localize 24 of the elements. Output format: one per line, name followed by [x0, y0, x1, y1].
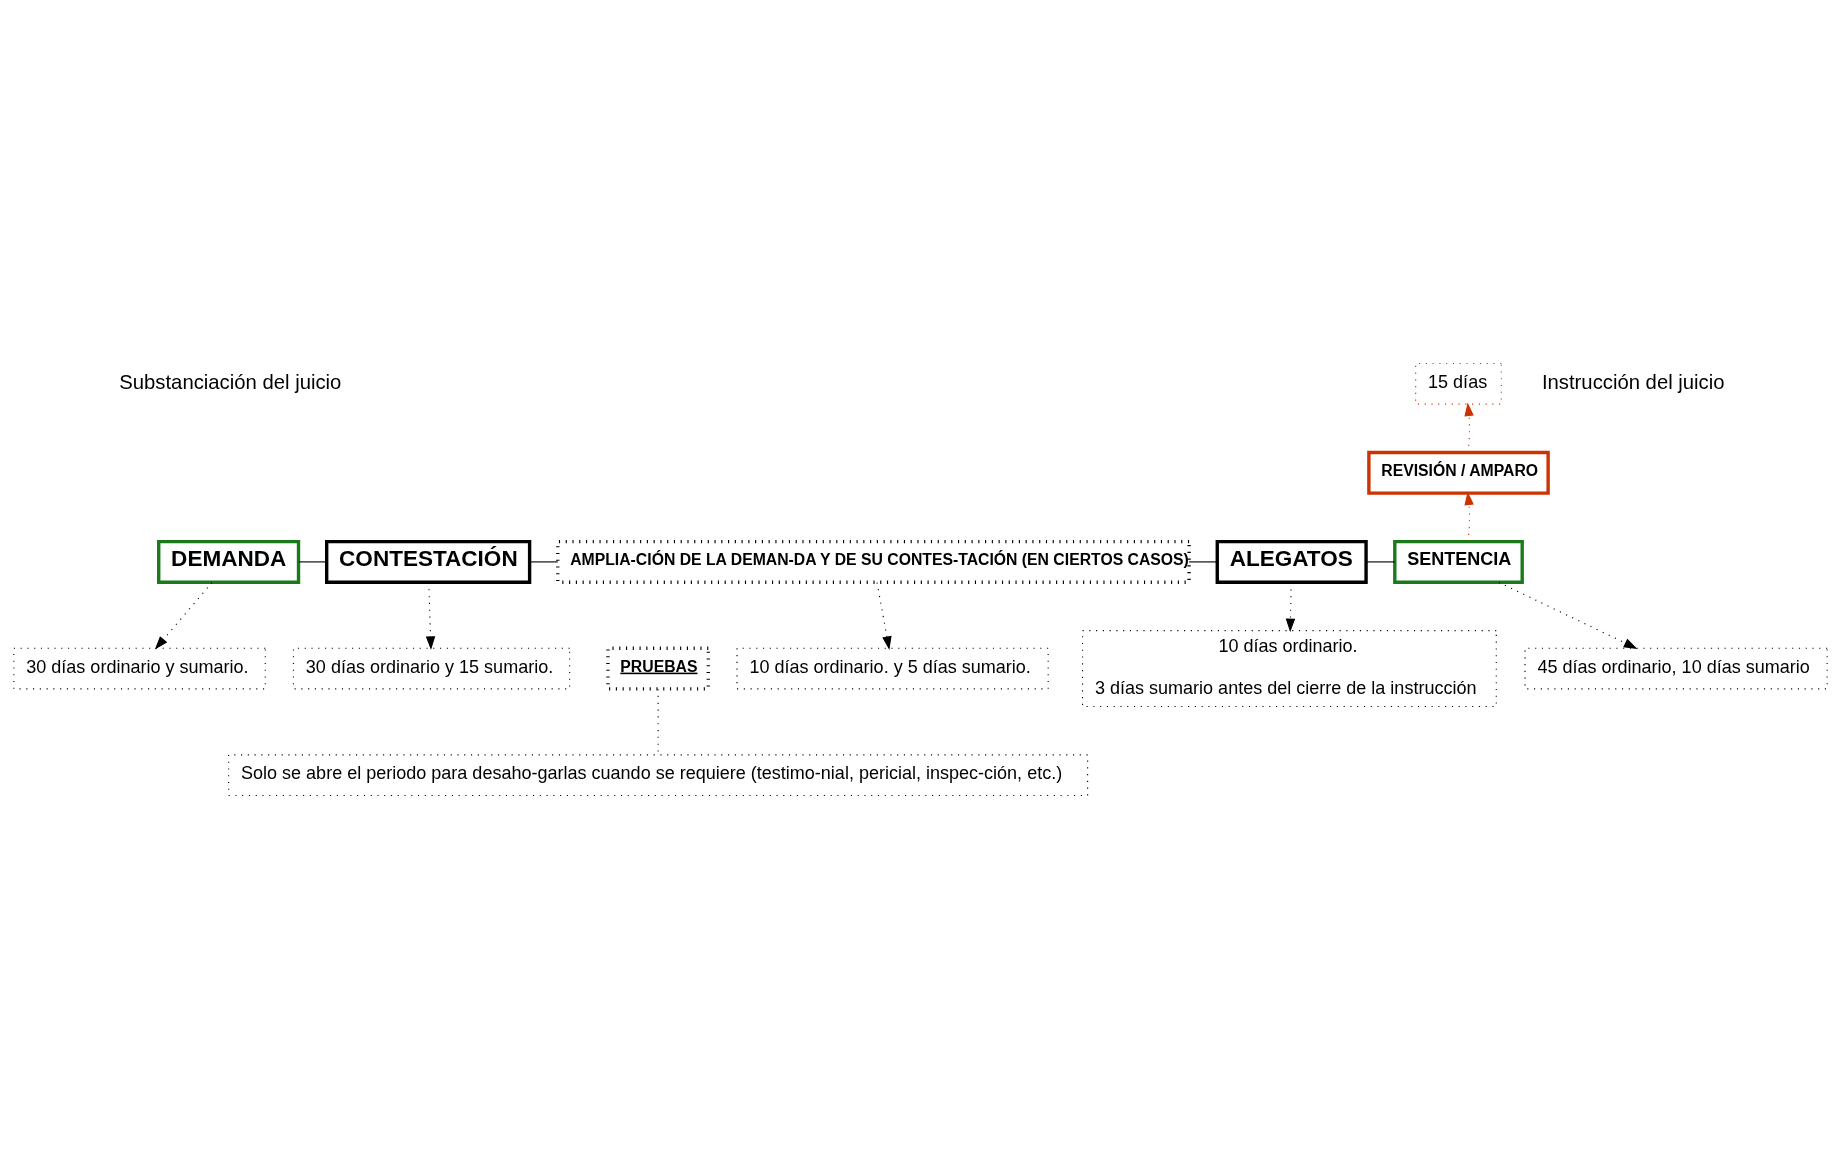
arrow: [1464, 491, 1474, 542]
node-box: PRUEBAS: [606, 646, 710, 691]
connector: [1188, 560, 1218, 562]
node-box: 15 días: [1415, 362, 1502, 405]
label: Substanciación del juicio: [119, 370, 342, 393]
node-box: DEMANDA: [157, 539, 301, 584]
arrow: [876, 581, 892, 650]
connector: [1365, 560, 1396, 562]
connector: [298, 560, 328, 562]
arrow: [154, 581, 213, 650]
node-box: Solo se abre el periodo para desaho-garlas cuando se requiere (testimo-nial, pericial, inspec-ción, etc.): [228, 753, 1089, 796]
connector: [529, 560, 559, 562]
node-box: REVISIÓN / AMPARO: [1367, 450, 1550, 495]
node-box: 10 días ordinario. 3 días sumario antes del cierre de la instrucción: [1082, 629, 1497, 707]
node-box: ALEGATOS: [1215, 539, 1368, 584]
label: Instrucción del juicio: [1541, 370, 1725, 393]
node-box: CONTESTACIÓN: [325, 539, 532, 584]
node-box: SENTENCIA: [1393, 539, 1524, 584]
node-box: 10 días ordinario. y 5 días sumario.: [736, 647, 1049, 689]
node-box: 30 días ordinario y 15 sumario.: [292, 647, 571, 689]
node-box: AMPLIA-CIÓN DE LA DEMAN-DA Y DE SU CONTES-TACIÓN (EN CIERTOS CASOS): [556, 539, 1191, 584]
node-box: 45 días ordinario, 10 días sumario: [1524, 647, 1828, 689]
arrow: [1498, 581, 1638, 649]
node-box: 30 días ordinario y sumario.: [13, 647, 266, 689]
